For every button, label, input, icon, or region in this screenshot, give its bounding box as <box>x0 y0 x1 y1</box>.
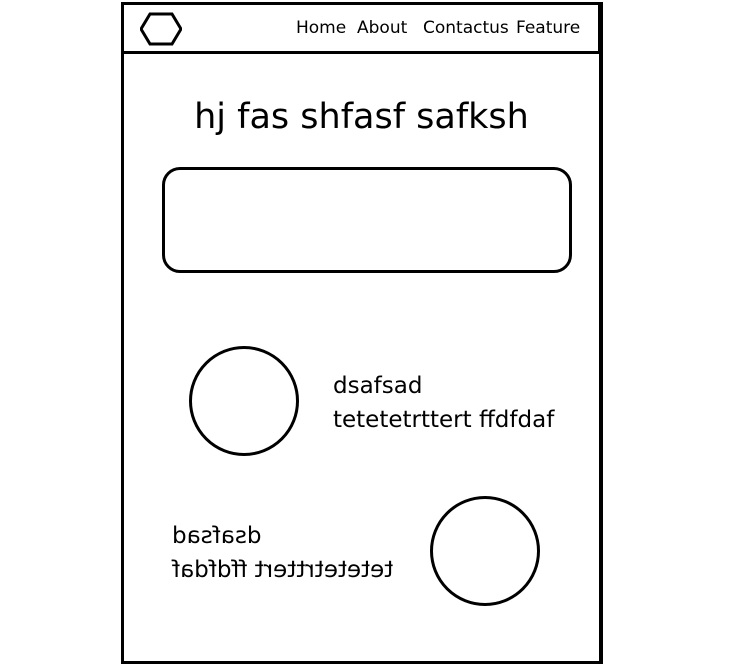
nav-link-home[interactable]: Home <box>296 18 347 38</box>
page-headline: hj fas shfasf safksh <box>194 97 529 137</box>
feature-1-title: dsafsad <box>333 373 423 399</box>
hexagon-logo-icon[interactable] <box>140 12 182 46</box>
feature-2-description: tetetetrttert ffdfdaf <box>172 557 394 583</box>
navbar-edge <box>598 5 603 54</box>
nav-link-contactus[interactable]: Contactus <box>423 18 509 38</box>
hero-placeholder-box <box>162 167 572 273</box>
nav-link-feature[interactable]: Feature <box>516 18 581 38</box>
feature-1-image-placeholder <box>189 346 299 456</box>
navbar: Home About Contactus Feature <box>124 5 603 54</box>
feature-2-title: dsafsad <box>172 523 262 549</box>
feature-1-description: tetetetrttert ffdfdaf <box>333 407 555 433</box>
mockup-frame: Home About Contactus Feature hj fas shfa… <box>121 2 603 664</box>
nav-link-about[interactable]: About <box>357 18 408 38</box>
feature-2-image-placeholder <box>430 496 540 606</box>
feature-2-text-mirrored: dsafsad tetetetrttert ffdfdaf <box>172 519 402 587</box>
feature-1-text: dsafsad tetetetrttert ffdfdaf <box>333 369 554 437</box>
